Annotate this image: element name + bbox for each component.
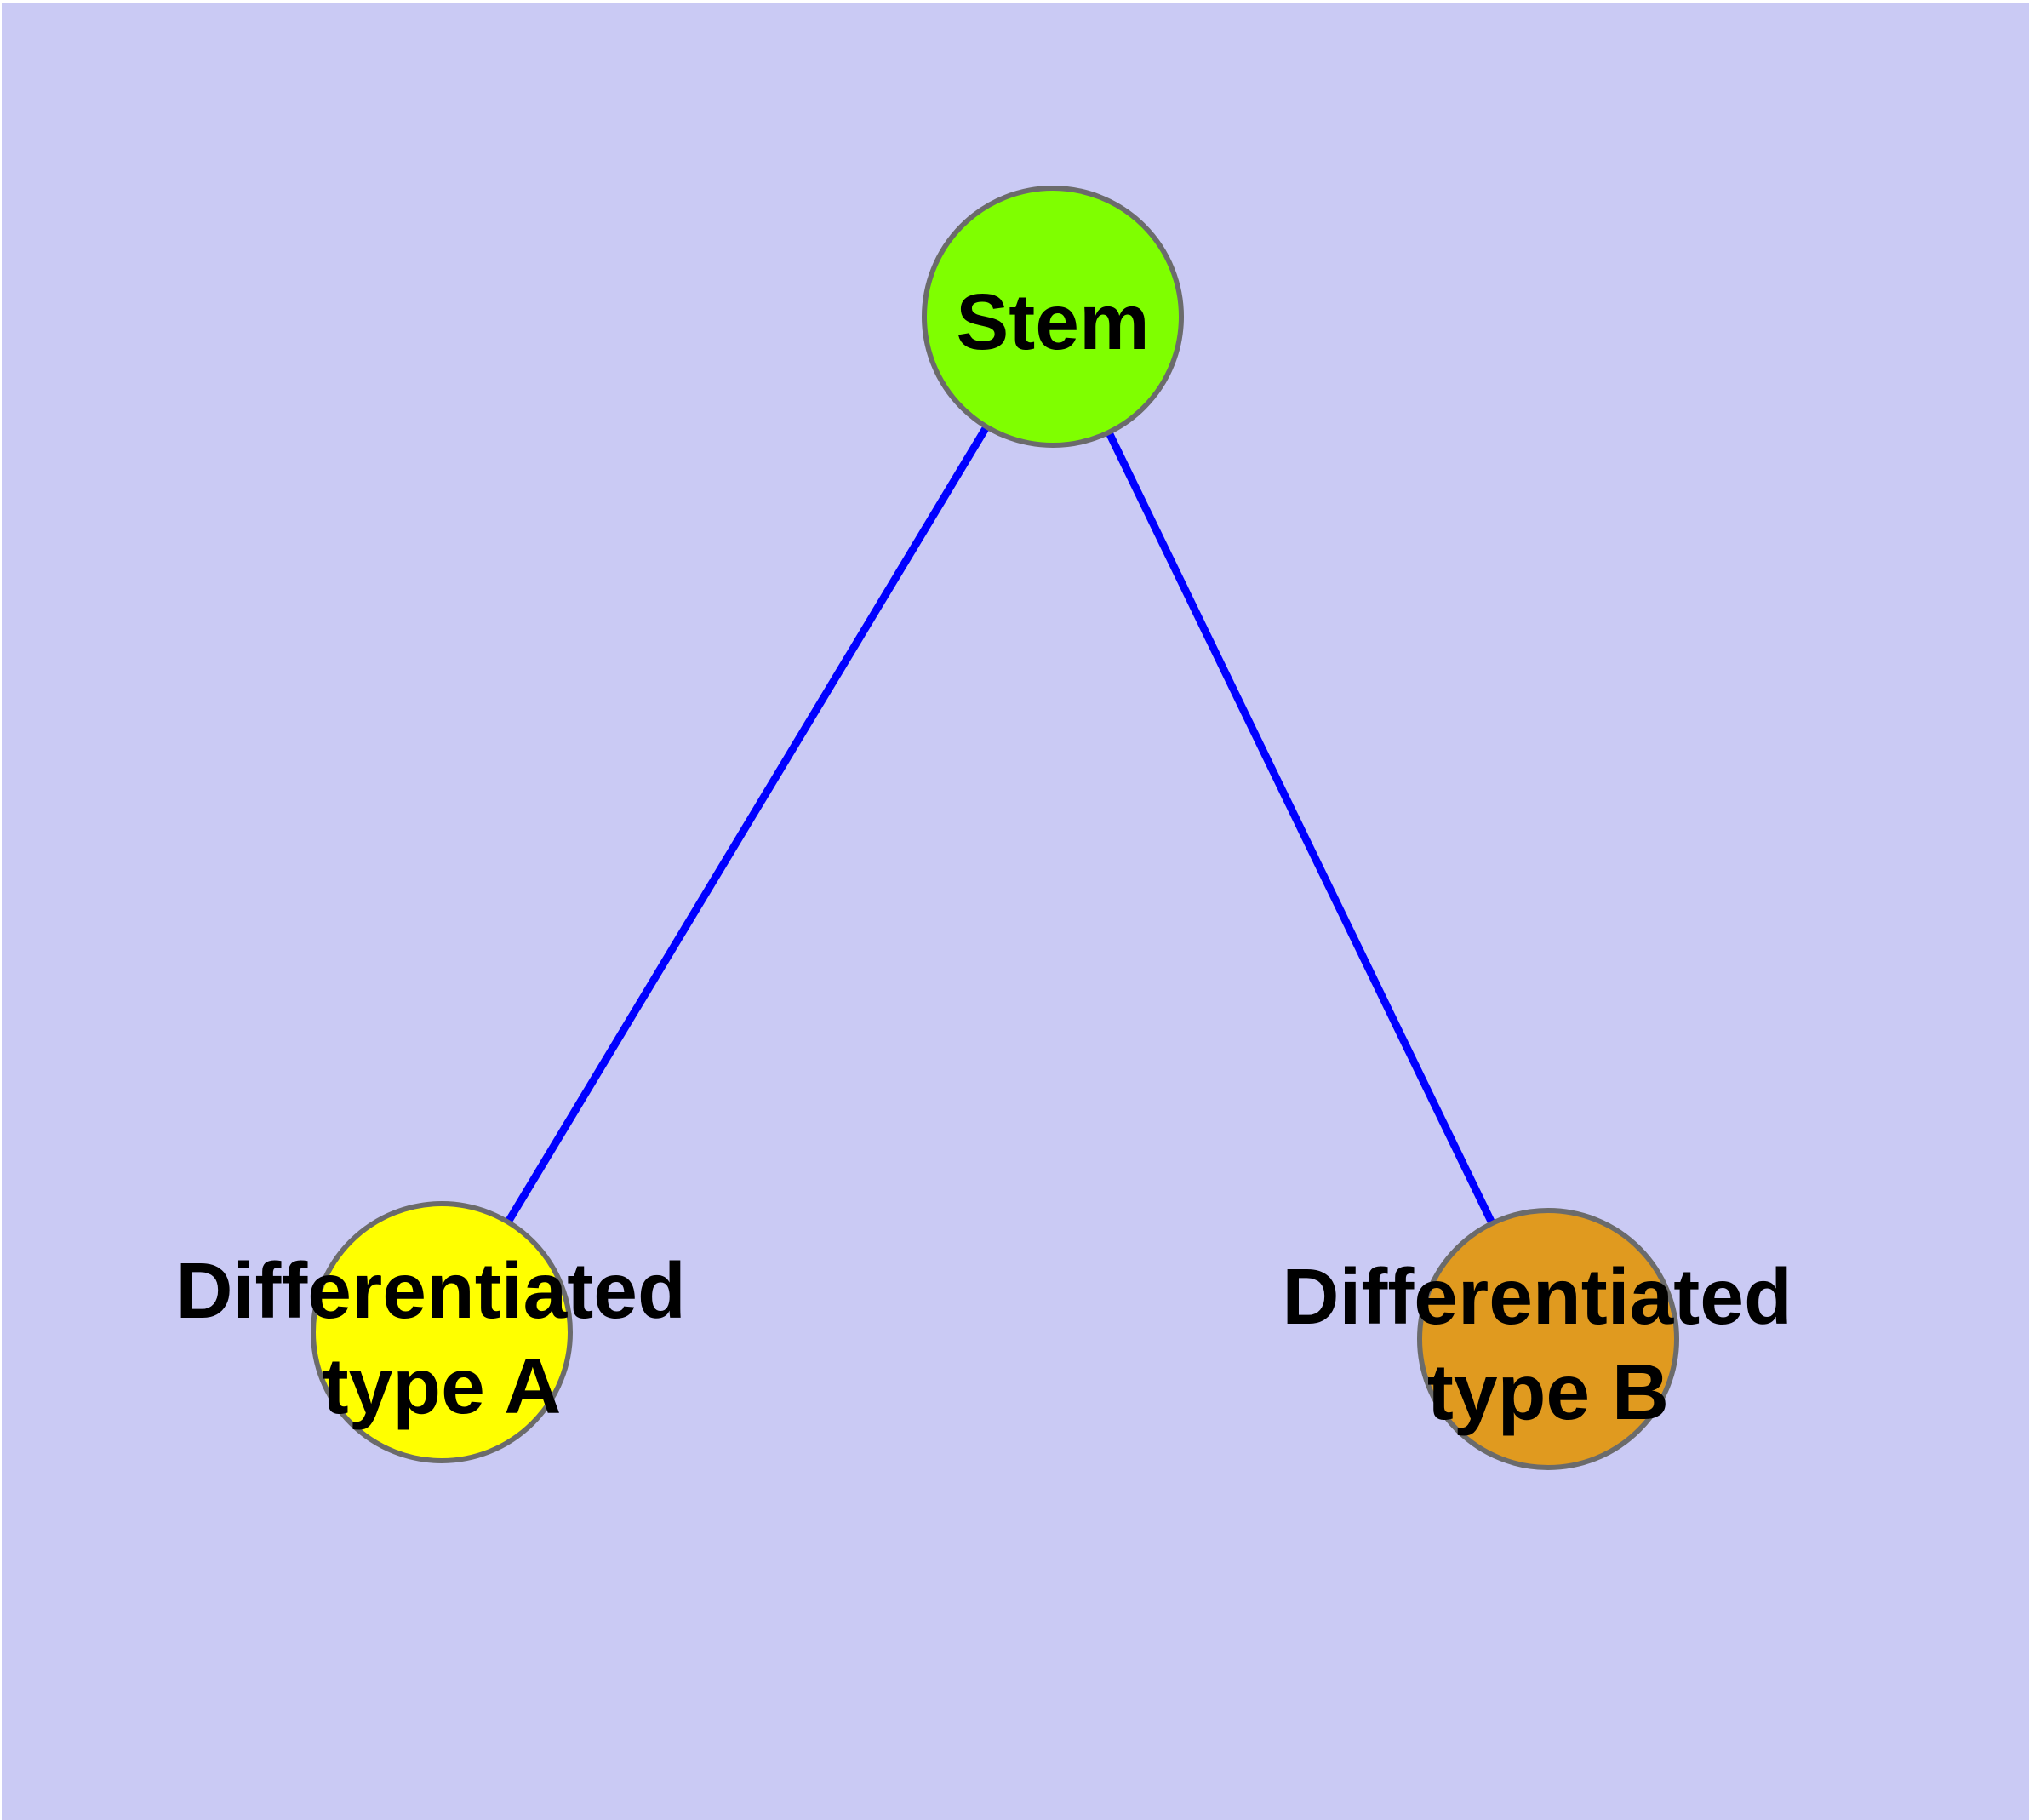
type-b-label-line-1: Differentiated	[1282, 1252, 1792, 1341]
node-differentiated-type-a	[311, 1201, 573, 1463]
type-a-label-line-2: type A	[323, 1342, 562, 1430]
edge-stem-to-type-b	[1049, 315, 1552, 1341]
node-stem	[922, 186, 1184, 448]
node-stem-label: Stem	[956, 278, 1149, 366]
node-differentiated-type-a-label: Differentiated type A	[175, 1246, 707, 1430]
type-a-label-line-1: Differentiated	[175, 1246, 685, 1335]
node-differentiated-type-b	[1417, 1208, 1679, 1470]
edge-stem-to-type-a	[438, 314, 1056, 1335]
type-b-label-line-2: type B	[1427, 1348, 1669, 1436]
node-differentiated-type-b-label: Differentiated type B	[1282, 1252, 1814, 1436]
